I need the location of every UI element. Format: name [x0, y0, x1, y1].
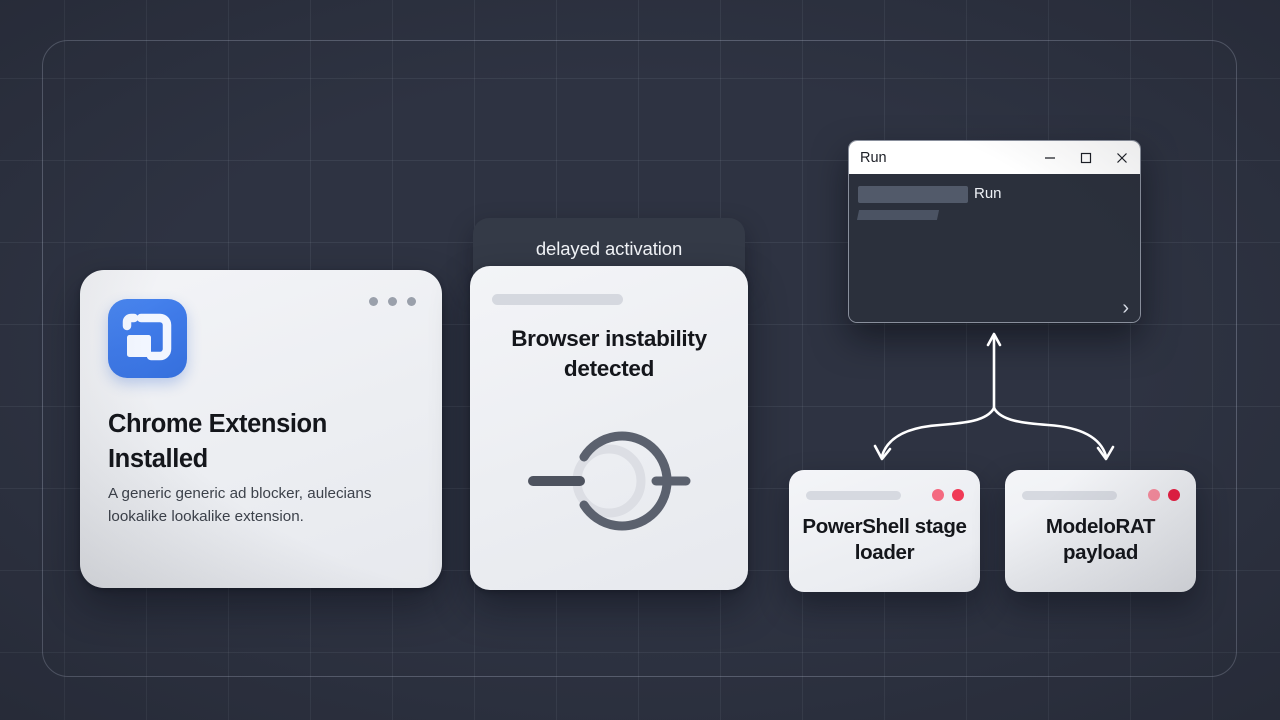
- minimize-icon[interactable]: [1032, 141, 1068, 174]
- run-command-label: Run: [974, 185, 1002, 202]
- page-title: Chrome Extension Installed: [108, 410, 327, 474]
- chevron-right-icon[interactable]: ›: [1122, 297, 1129, 319]
- menu-dot-icon: [388, 297, 397, 306]
- status-dots: [1148, 489, 1180, 501]
- frame-border: [42, 40, 1237, 677]
- browser-instability-card[interactable]: Browser instability detected: [470, 266, 748, 590]
- menu-dot-icon: [407, 297, 416, 306]
- run-window-body: Run ›: [849, 174, 1140, 322]
- status-dot-icon: [1148, 489, 1160, 501]
- run-placeholder-bar-secondary: [856, 210, 940, 220]
- power-ring-icon: [520, 424, 698, 539]
- chrome-extension-icon: [108, 299, 187, 378]
- powershell-stage-loader-card[interactable]: PowerShell stage loader: [789, 470, 980, 592]
- chrome-extension-card[interactable]: Chrome Extension Installed A generic gen…: [80, 270, 442, 588]
- instability-title: Browser instability detected: [511, 326, 707, 382]
- status-dots: [932, 489, 964, 501]
- status-dot-icon: [952, 489, 964, 501]
- card-menu-dots[interactable]: [369, 297, 416, 306]
- run-window-titlebar: Run: [849, 141, 1140, 174]
- extension-description: A generic generic ad blocker, aulecians …: [108, 485, 372, 526]
- placeholder-bar: [492, 294, 623, 305]
- run-window-title: Run: [860, 149, 887, 166]
- delayed-activation-group: delayed activation Browser instability d…: [470, 218, 748, 590]
- placeholder-bar: [1022, 491, 1117, 500]
- status-dot-icon: [1168, 489, 1180, 501]
- run-placeholder-bar-primary: [858, 186, 968, 203]
- modelorat-payload-card[interactable]: ModeloRAT payload: [1005, 470, 1196, 592]
- menu-dot-icon: [369, 297, 378, 306]
- run-window[interactable]: Run Run ›: [848, 140, 1141, 323]
- maximize-icon[interactable]: [1068, 141, 1104, 174]
- window-controls: [1032, 141, 1140, 174]
- payload-label: ModeloRAT payload: [1045, 515, 1156, 565]
- status-dot-icon: [932, 489, 944, 501]
- close-icon[interactable]: [1104, 141, 1140, 174]
- payload-label: PowerShell stage loader: [802, 515, 967, 565]
- placeholder-bar: [806, 491, 901, 500]
